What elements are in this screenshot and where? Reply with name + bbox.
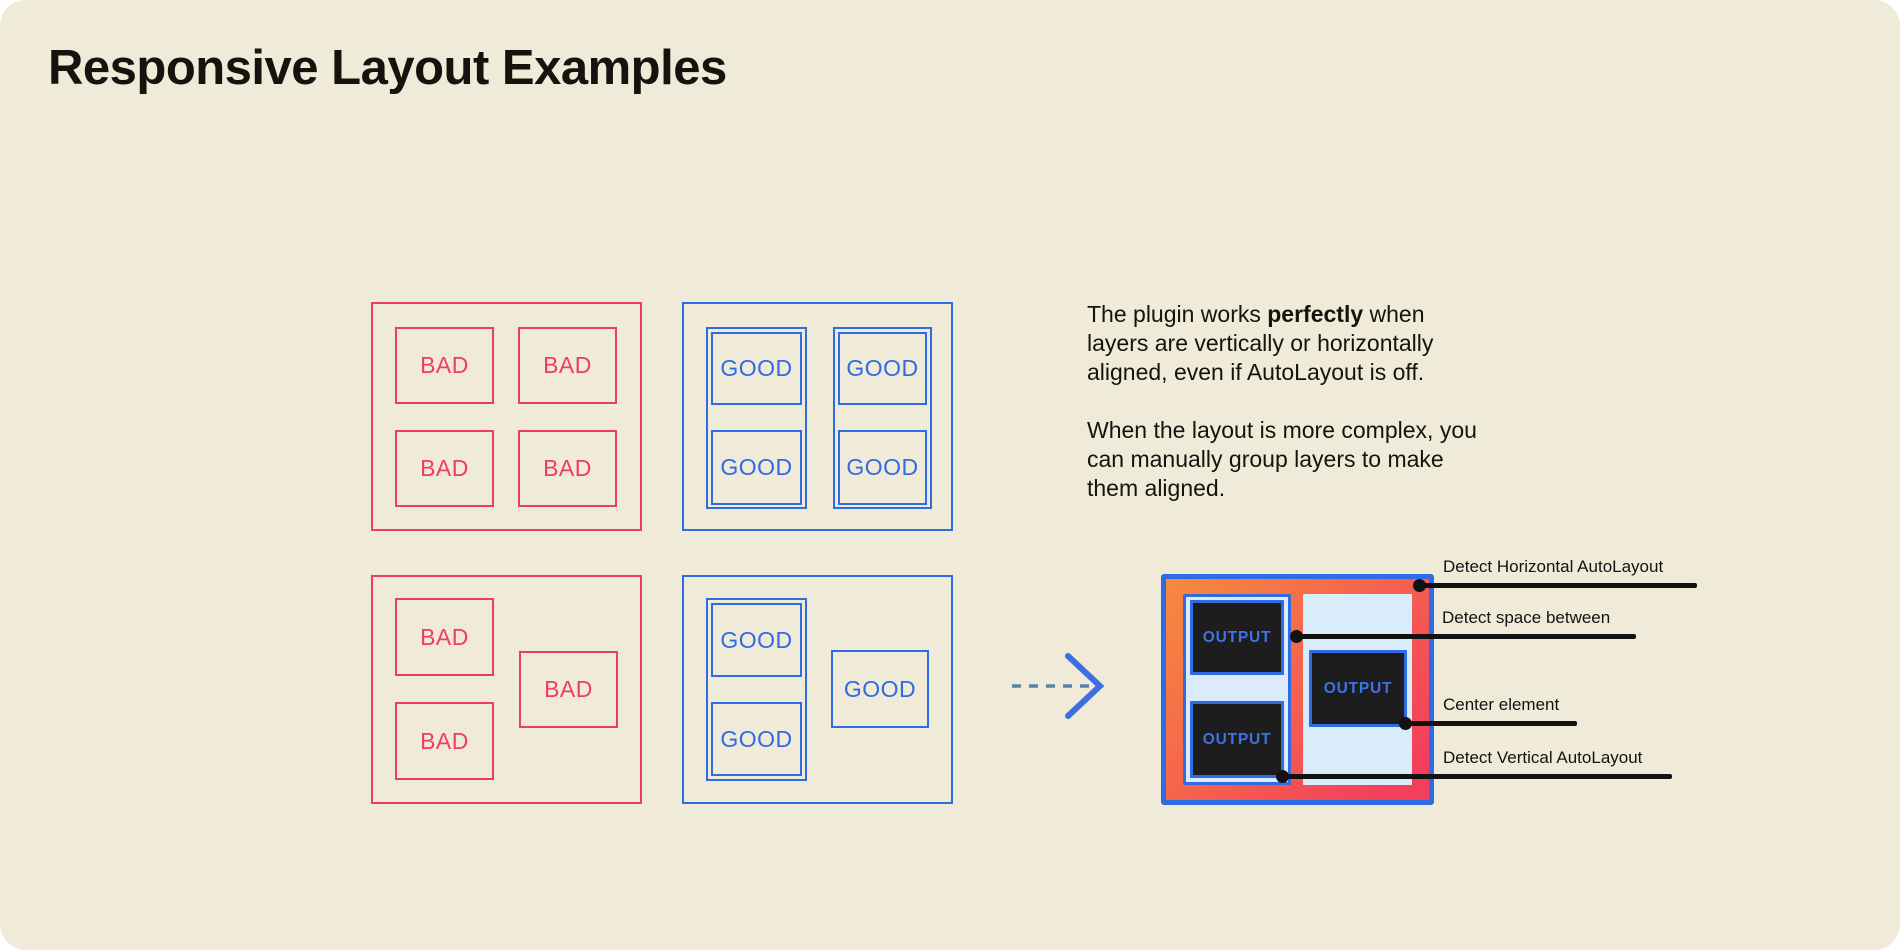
output-panel: OUTPUT	[1303, 594, 1412, 785]
good-box: GOOD	[838, 430, 927, 505]
page-title: Responsive Layout Examples	[48, 41, 727, 95]
good-example-grid: GOOD GOOD GOOD GOOD	[682, 302, 953, 531]
bad-example-complex: BAD BAD BAD	[371, 575, 642, 804]
bad-box: BAD	[519, 651, 618, 728]
output-box: OUTPUT	[1190, 701, 1284, 778]
description-text: The plugin works perfectly when layers a…	[1087, 300, 1487, 503]
annotation-vertical-autolayout: Detect Vertical AutoLayout	[1443, 748, 1643, 767]
callout-dot-space-between	[1290, 630, 1303, 643]
callout-dot-horizontal-autolayout	[1413, 579, 1426, 592]
description-p1-after: when layers are vertically or horizontal…	[1087, 301, 1434, 385]
description-p1-before: The plugin works	[1087, 301, 1268, 327]
bad-box: BAD	[395, 430, 494, 507]
description-p1-bold: perfectly	[1267, 301, 1364, 327]
callout-line-vertical-autolayout	[1283, 774, 1672, 779]
bad-box: BAD	[395, 327, 494, 404]
arrow-right-icon	[1012, 653, 1105, 719]
description-paragraph-1: The plugin works perfectly when layers a…	[1087, 300, 1487, 387]
callout-line-horizontal-autolayout	[1420, 583, 1697, 588]
callout-dot-center-element	[1399, 717, 1412, 730]
output-frame: OUTPUT OUTPUT OUTPUT	[1161, 574, 1434, 805]
good-box: GOOD	[831, 650, 929, 728]
annotation-horizontal-autolayout: Detect Horizontal AutoLayout	[1443, 557, 1664, 576]
bad-box: BAD	[518, 430, 617, 507]
callout-line-space-between	[1297, 634, 1636, 639]
good-box: GOOD	[711, 430, 802, 505]
annotation-center-element: Center element	[1443, 695, 1560, 714]
output-box: OUTPUT	[1190, 600, 1284, 675]
output-box: OUTPUT	[1309, 650, 1407, 727]
good-box: GOOD	[711, 332, 802, 405]
description-paragraph-2: When the layout is more complex, you can…	[1087, 417, 1477, 501]
callout-line-center-element	[1406, 721, 1577, 726]
good-box: GOOD	[838, 332, 927, 405]
good-column-group: GOOD GOOD	[833, 327, 932, 509]
bad-box: BAD	[518, 327, 617, 404]
callout-dot-vertical-autolayout	[1276, 770, 1289, 783]
bad-box: BAD	[395, 598, 494, 676]
bad-box: BAD	[395, 702, 494, 780]
good-example-complex: GOOD GOOD GOOD	[682, 575, 953, 804]
good-box: GOOD	[711, 603, 802, 677]
annotation-space-between: Detect space between	[1442, 608, 1611, 627]
output-column-group: OUTPUT OUTPUT	[1183, 594, 1291, 785]
good-box: GOOD	[711, 702, 802, 776]
good-column-group: GOOD GOOD	[706, 327, 807, 509]
good-column-group: GOOD GOOD	[706, 598, 807, 781]
bad-example-grid: BAD BAD BAD BAD	[371, 302, 642, 531]
